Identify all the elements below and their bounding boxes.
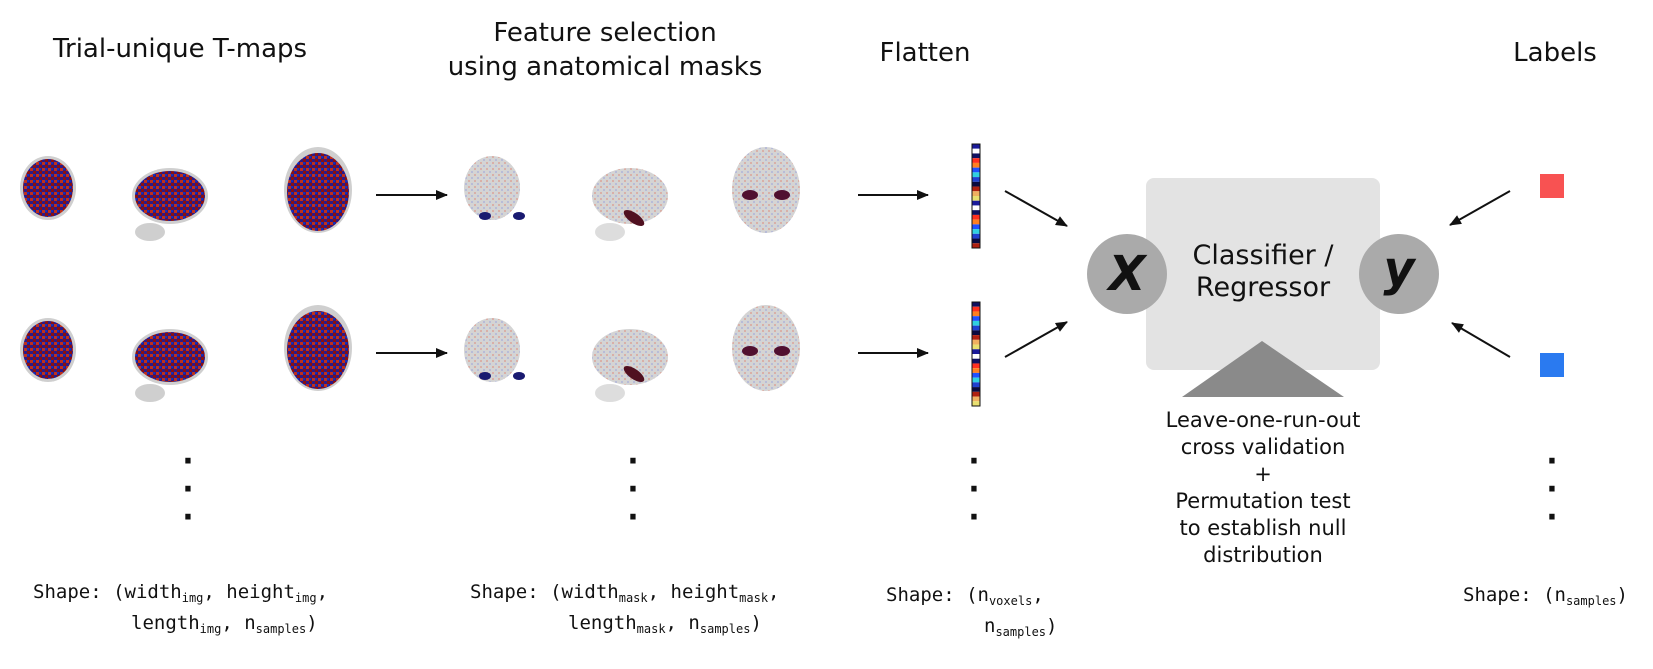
vector-cell <box>972 233 980 239</box>
label-square-blue <box>1540 353 1564 377</box>
vector-cell <box>972 229 980 234</box>
vector-cell <box>972 224 980 230</box>
y-label: y <box>1383 241 1415 297</box>
cv-line-2: cross validation <box>1180 435 1346 459</box>
vector-cell <box>972 372 980 378</box>
label-square-red <box>1540 174 1564 198</box>
vector-cell <box>972 158 980 163</box>
vector-cell <box>972 316 980 321</box>
labels-title: Labels <box>1513 38 1597 68</box>
classifier-line2: Regressor <box>1195 272 1331 303</box>
vector-outline <box>971 143 981 249</box>
vector-cell <box>972 167 980 173</box>
arrow-label-y-2 <box>1451 322 1511 358</box>
cv-line-5: to establish null <box>1179 516 1347 540</box>
x-circle: X <box>1087 234 1167 314</box>
tmaps-shape-line2: lengthimg, nsamples) <box>131 612 318 636</box>
vector-cell <box>972 200 980 206</box>
arrow-label-y-1 <box>1449 190 1511 226</box>
vector-cell <box>972 358 980 364</box>
vector-cell <box>972 320 980 326</box>
vector-cell <box>972 214 980 220</box>
dots-tmaps: ··· <box>182 444 194 535</box>
vector-cell <box>972 153 980 159</box>
vector-cell <box>972 354 980 359</box>
features-shape-line1: Shape: (widthmask, heightmask, <box>470 581 780 605</box>
vector-cell <box>972 325 980 331</box>
vector-cell <box>972 387 980 392</box>
vector-cell <box>972 391 980 397</box>
cv-text: Leave-one-run-out cross validation + Per… <box>1130 407 1396 569</box>
vector-cell <box>972 238 980 244</box>
arrow-flat-x-1 <box>1004 190 1068 227</box>
vector-cell <box>972 162 980 168</box>
mask-row2 <box>464 305 800 402</box>
vector-cell <box>972 181 980 187</box>
dots-masks: ··· <box>627 444 639 535</box>
mask-row1 <box>464 147 800 241</box>
tmap-row1 <box>20 147 352 241</box>
vector-cell <box>972 344 980 350</box>
features-title: Feature selection using anatomical masks <box>440 16 770 84</box>
flatten-shape-line1: Shape: (nvoxels, <box>886 584 1044 608</box>
flatten-shape-line2: nsamples) <box>984 615 1058 639</box>
vector-cell <box>972 330 980 336</box>
vector-cell <box>972 191 980 196</box>
vector-cell <box>972 196 980 201</box>
flat-vector-1 <box>971 143 981 249</box>
features-shape: Shape: (widthmask, heightmask, lengthmas… <box>470 580 780 642</box>
vector-cell <box>972 306 980 312</box>
tmaps-shape-line1: Shape: (widthimg, heightimg, <box>33 581 329 605</box>
features-shape-line2: lengthmask, nsamples) <box>568 612 762 636</box>
labels-shape-line1: Shape: (nsamples) <box>1463 584 1628 608</box>
flat-vector-2 <box>971 301 981 407</box>
cv-line-1: Leave-one-run-out <box>1165 408 1361 432</box>
labels-shape: Shape: (nsamples) <box>1463 583 1628 614</box>
dots-labels: ··· <box>1546 444 1558 535</box>
tmaps-title: Trial-unique T-maps <box>52 34 308 64</box>
features-title-line1: Feature selection <box>493 18 717 48</box>
features-title-line2: using anatomical masks <box>447 52 763 82</box>
x-label: X <box>1108 246 1146 302</box>
tmap-row2 <box>20 305 352 402</box>
vector-cell <box>972 311 980 317</box>
vector-cell <box>972 363 980 369</box>
classifier-line1: Classifier / <box>1192 240 1334 271</box>
cv-line-6: distribution <box>1203 543 1323 567</box>
vector-cell <box>972 396 980 402</box>
arrow-flat-x-2 <box>1004 321 1068 358</box>
tmaps-shape: Shape: (widthimg, heightimg, lengthimg, … <box>33 580 328 642</box>
vector-cell <box>972 144 980 149</box>
flatten-title: Flatten <box>879 38 971 68</box>
vector-cell <box>972 302 980 307</box>
cv-line-3: + <box>1254 462 1272 486</box>
vector-cell <box>972 339 980 345</box>
classifier-box <box>1146 178 1380 370</box>
vector-cell <box>972 186 980 192</box>
vector-cell <box>972 382 980 388</box>
vector-outline <box>971 301 981 407</box>
y-circle: y <box>1359 234 1439 314</box>
vector-cell <box>972 335 980 340</box>
vector-cell <box>972 368 980 373</box>
vector-cell <box>972 172 980 178</box>
brain-sagittal <box>135 223 165 241</box>
vector-cell <box>972 401 980 406</box>
cv-line-4: Permutation test <box>1175 489 1351 513</box>
vector-cell <box>972 243 980 248</box>
vector-cell <box>972 210 980 215</box>
vector-cell <box>972 377 980 383</box>
vector-cell <box>972 349 980 354</box>
dots-flatten: ··· <box>968 444 980 535</box>
vector-cell <box>972 148 980 154</box>
flatten-shape: Shape: (nvoxels, nsamples) <box>886 583 1057 645</box>
vector-cell <box>972 177 980 182</box>
classifier-label: Classifier / Regressor <box>1146 240 1380 304</box>
vector-cell <box>972 205 980 211</box>
vector-cell <box>972 219 980 225</box>
